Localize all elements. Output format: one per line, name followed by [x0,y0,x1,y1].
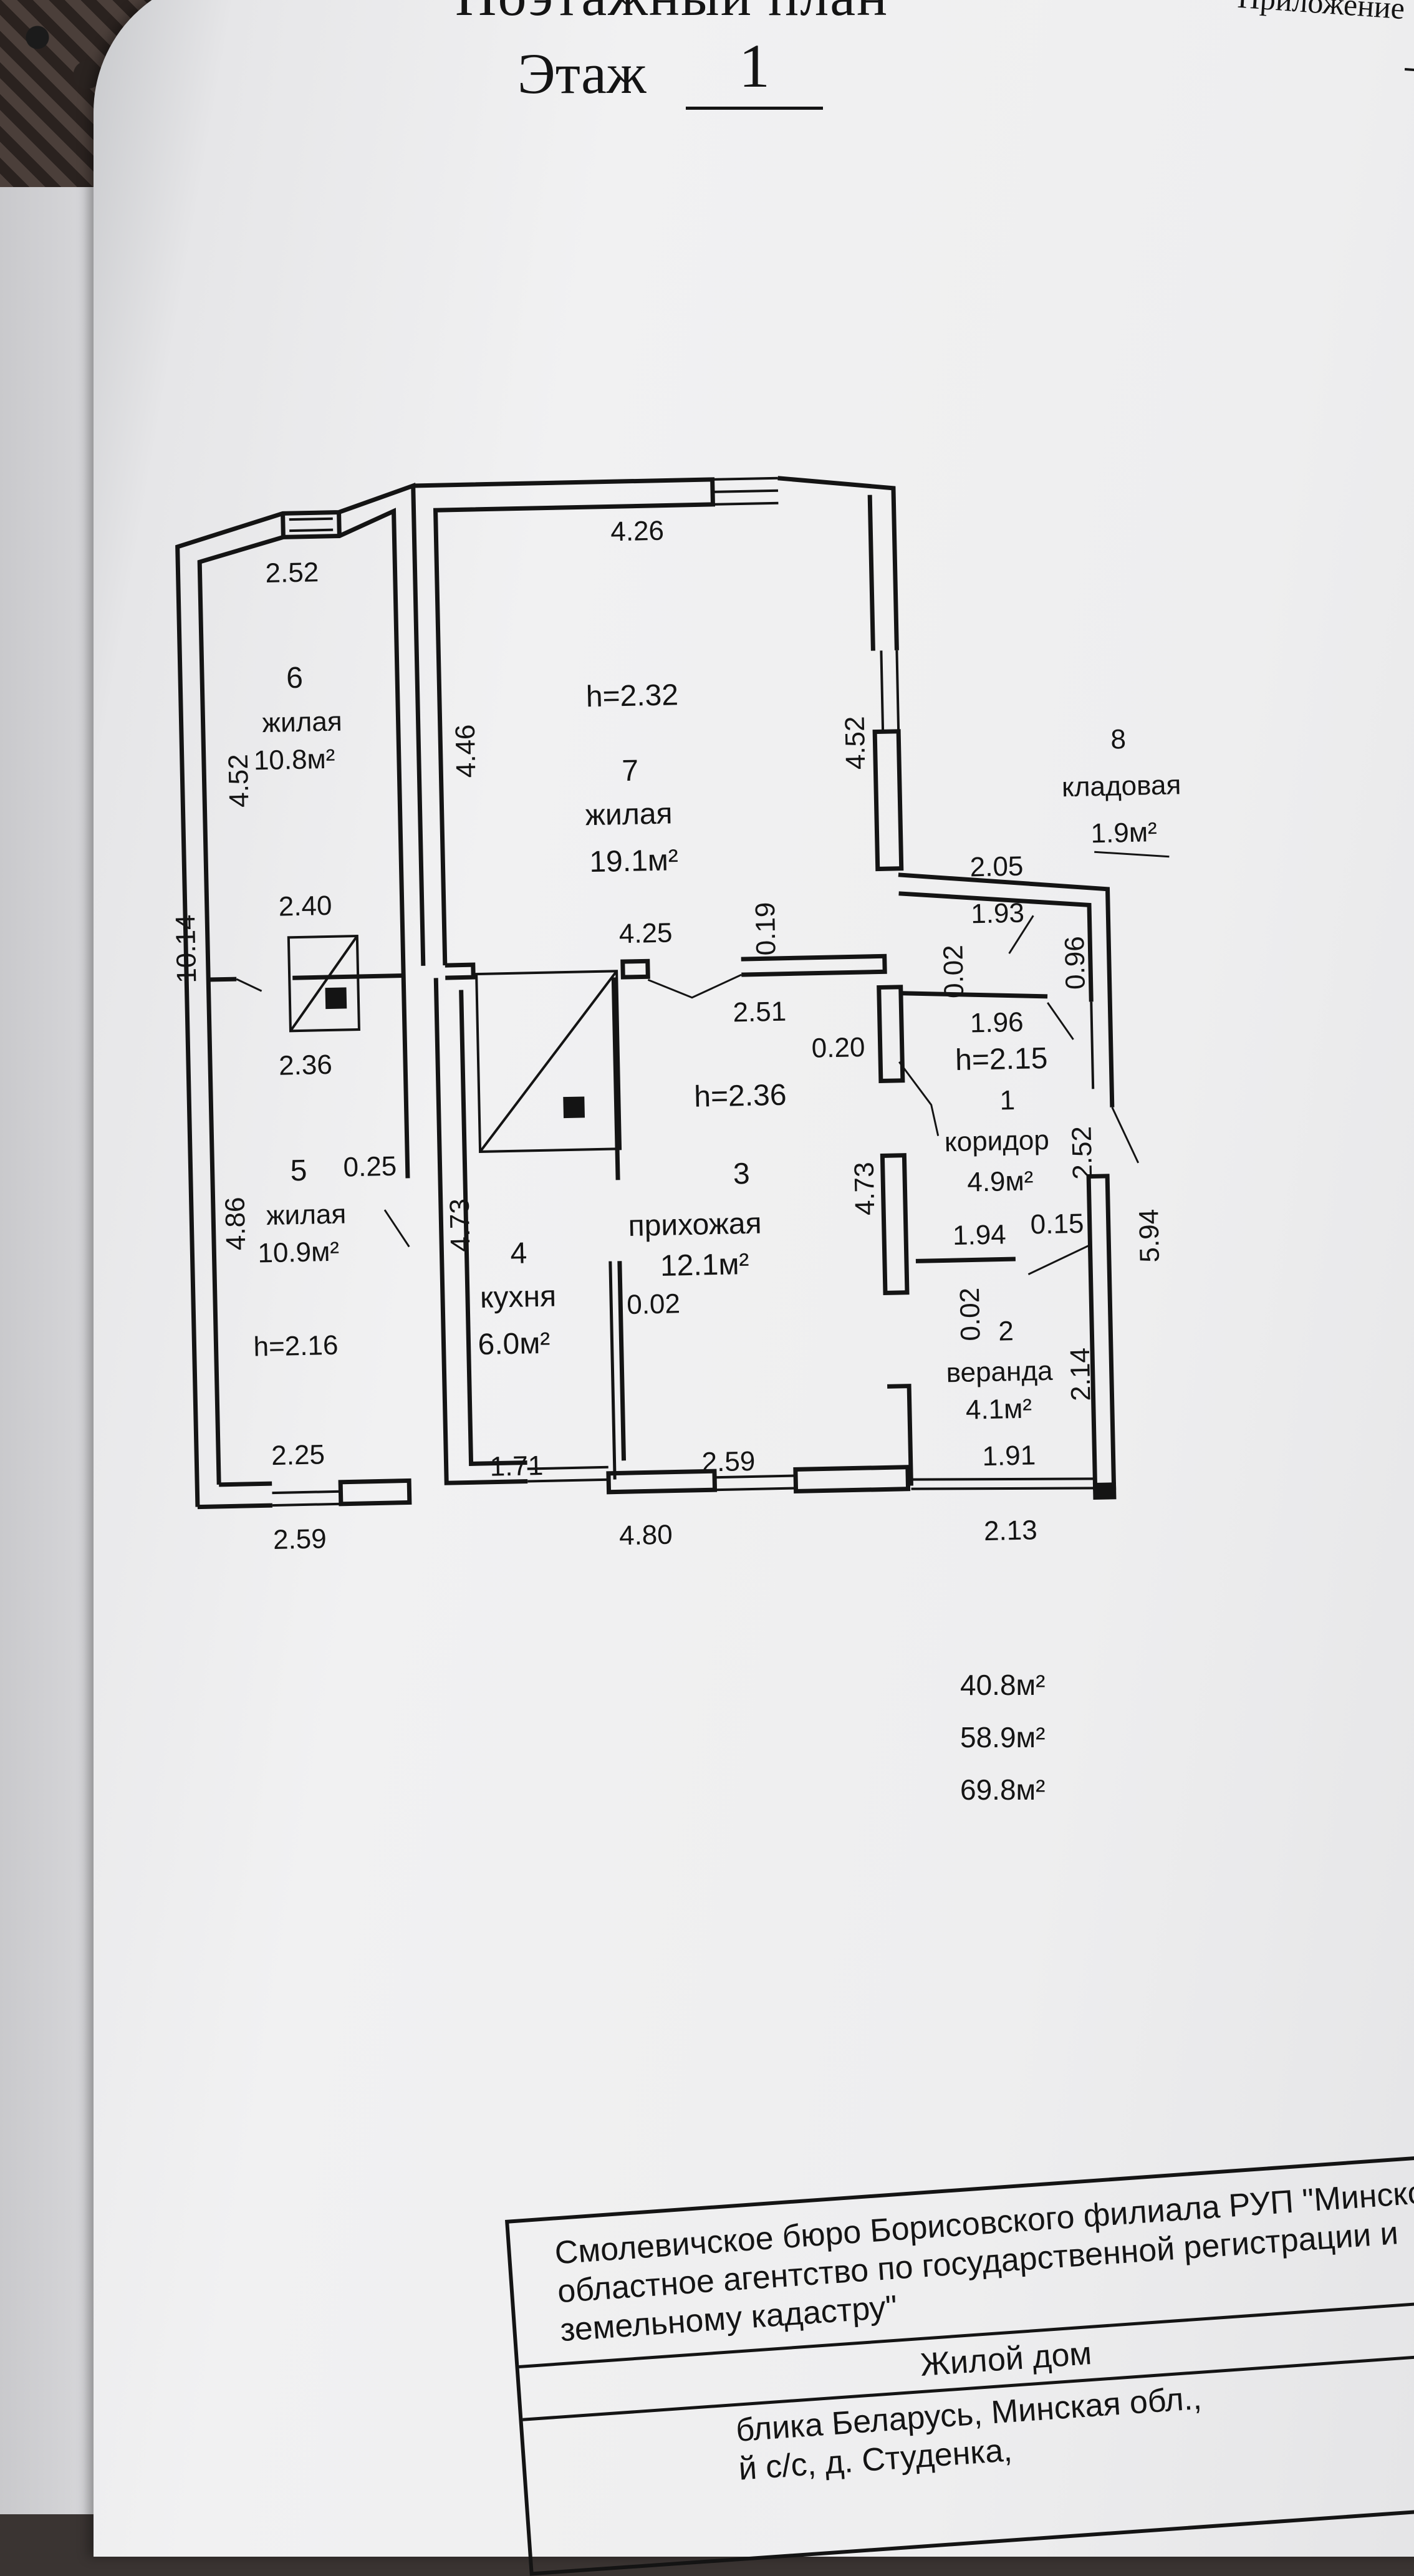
room-7-name: жилая [585,797,673,832]
room-4-number: 4 [510,1237,527,1270]
dim-4-86: 4.86 [220,1197,252,1251]
dim-2-52-top: 2.52 [265,557,319,589]
room-2-area: 4.1м² [965,1394,1032,1425]
dim-1-96: 1.96 [969,1007,1024,1039]
room-3-number: 3 [733,1157,750,1191]
room-5-area: 10.9м² [257,1237,340,1269]
floor-number: 1 [686,30,823,110]
dim-4-25: 4.25 [618,917,673,949]
dim-1-91: 1.91 [982,1440,1036,1472]
dim-4-52-right: 4.52 [840,716,872,770]
room-3-area: 12.1м² [660,1248,749,1283]
dim-10-14: 10.14 [170,914,202,983]
room-7-area: 19.1м² [589,844,679,879]
door-swings [236,851,1170,1275]
room-6-number: 6 [286,662,304,695]
dim-2-51: 2.51 [733,996,787,1028]
dim-0-02-veranda: 0.02 [955,1287,986,1341]
dim-4-46: 4.46 [450,724,482,778]
dim-0-02-store: 0.02 [938,945,969,999]
dim-2-36: 2.36 [279,1049,333,1081]
dim-2-59-outer: 2.59 [273,1523,327,1555]
dim-0-20: 0.20 [811,1032,865,1064]
dim-2-14: 2.14 [1065,1348,1097,1402]
dim-4-26: 4.26 [610,516,665,548]
room-5-number: 5 [290,1154,307,1188]
dim-0-15: 0.15 [1030,1208,1084,1240]
room-8-name: кладовая [1062,769,1181,803]
dim-2-59-inner: 2.59 [701,1446,756,1478]
dim-1-71: 1.71 [489,1450,544,1482]
area-totals: 40.8м² 58.9м² 69.8м² [960,1659,1045,1816]
plan-title: Поэтажный план [455,0,888,29]
plan-walls [175,476,1117,1510]
floor-plan: 6 жилая 10.8м² h=2.32 7 жилая 19.1м² 8 к… [170,476,1181,1555]
dim-1-94: 1.94 [953,1219,1007,1251]
room-4-area: 6.0м² [478,1327,551,1361]
room-6-name: жилая [262,706,342,738]
room-6-area: 10.8м² [253,744,335,776]
room-7-number: 7 [622,755,639,788]
dim-2-25: 2.25 [271,1439,325,1471]
room-1-name: коридор [944,1125,1049,1158]
dim-1-93: 1.93 [971,898,1025,930]
room-3-height: h=2.36 [694,1079,787,1114]
dim-4-73-hall: 4.73 [849,1162,881,1216]
total-area-with-veranda: 69.8м² [960,1773,1046,1806]
dim-0-96: 0.96 [1059,936,1091,990]
document-sheet: Поэтажный план Этаж 1 Приложение 2 [94,0,1414,2557]
stove-markers [325,987,585,1119]
room-1-height: h=2.15 [955,1042,1048,1077]
room-8-area: 1.9м² [1090,817,1157,849]
dim-0-19: 0.19 [750,902,782,956]
room-4-name: кухня [479,1280,556,1315]
room-7-height: h=2.32 [585,678,678,713]
dim-5-94: 5.94 [1133,1208,1165,1263]
room-5-name: жилая [266,1199,347,1231]
room-3-name: прихожая [628,1207,762,1243]
dim-2-52-side: 2.52 [1066,1126,1098,1180]
dim-2-40: 2.40 [278,890,332,922]
dim-0-02-kitchen: 0.02 [627,1288,681,1320]
room-2-name: веранда [946,1356,1053,1389]
dim-0-25: 0.25 [343,1151,397,1183]
dim-2-05: 2.05 [969,851,1024,883]
room-2-number: 2 [998,1316,1014,1347]
dim-4-73-kitchen: 4.73 [445,1199,476,1253]
room-8-number: 8 [1110,724,1127,755]
dim-2-13: 2.13 [984,1515,1038,1546]
room-5-height: h=2.16 [253,1330,339,1363]
dim-4-80: 4.80 [619,1520,673,1551]
total-area: 58.9м² [960,1721,1046,1754]
room-1-area: 4.9м² [967,1165,1034,1197]
room-1-number: 1 [999,1085,1016,1116]
title-block: Смолевичское бюро Борисовского филиала Р… [505,2151,1414,2576]
dim-4-52-left: 4.52 [223,754,255,808]
total-living-area: 40.8м² [960,1669,1046,1701]
floor-label: Этаж [517,42,647,105]
